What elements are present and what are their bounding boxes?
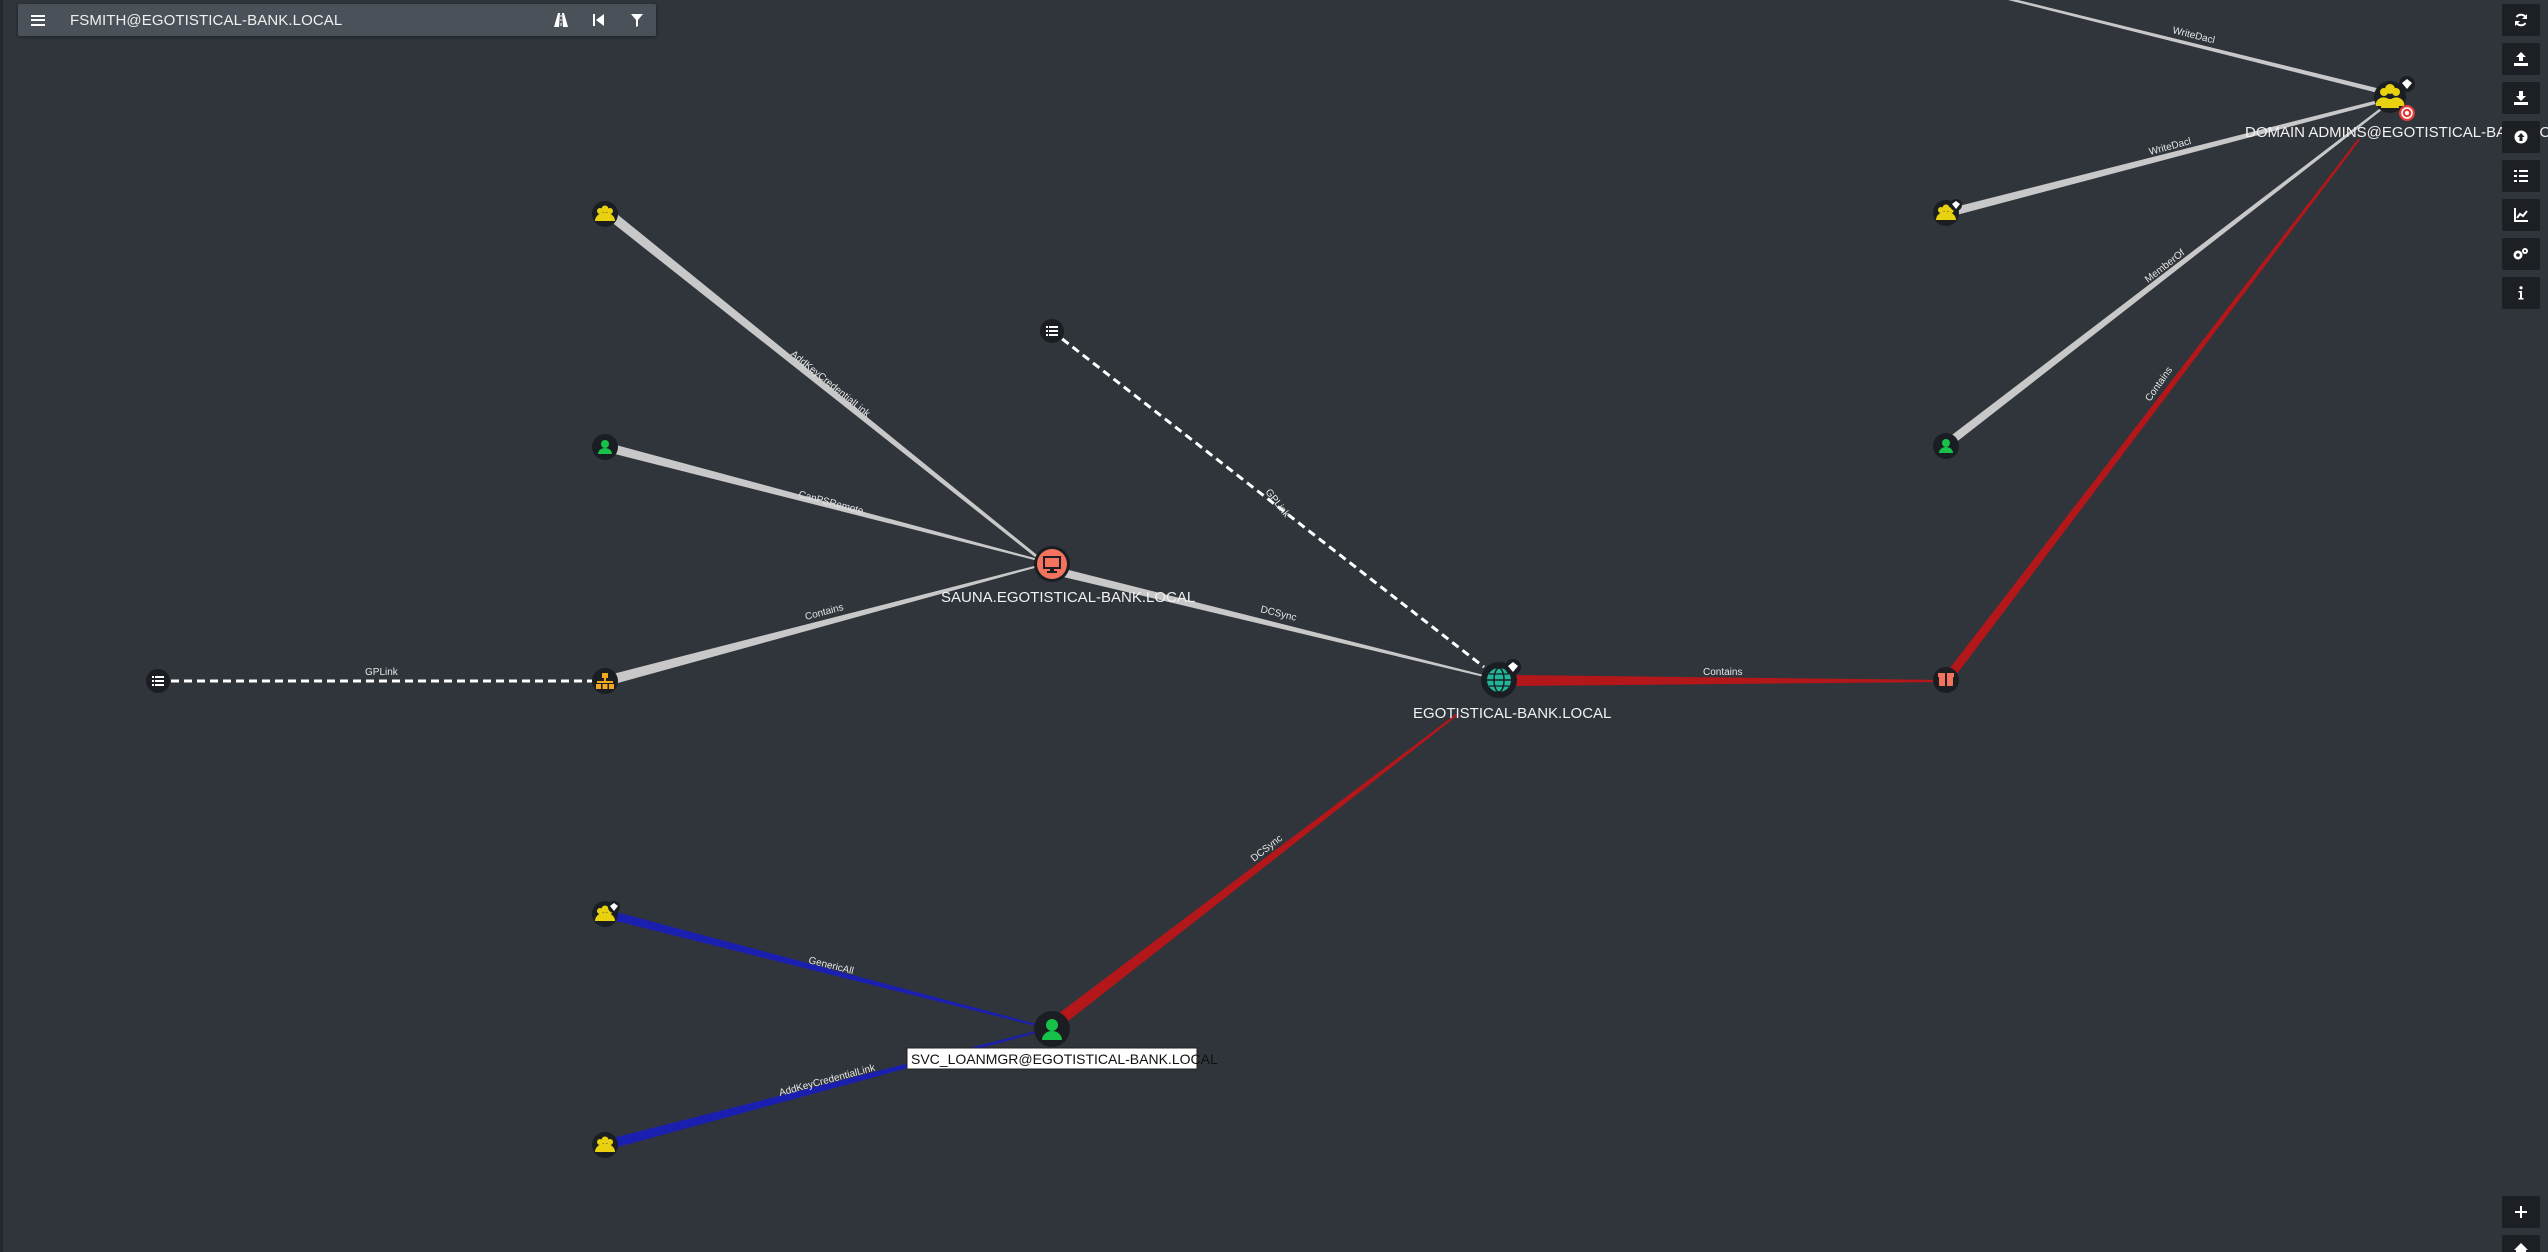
edge-memberof[interactable] bbox=[1944, 100, 2392, 447]
upload-data-button[interactable] bbox=[2502, 121, 2540, 153]
edge-contains-ou[interactable] bbox=[605, 564, 1042, 686]
home-icon bbox=[2514, 1243, 2528, 1252]
group-icon bbox=[595, 905, 615, 921]
list-icon bbox=[1046, 326, 1058, 336]
tasks-icon bbox=[2514, 170, 2528, 182]
zoom-in-button[interactable] bbox=[2502, 1196, 2540, 1228]
export-button[interactable] bbox=[2502, 43, 2540, 75]
upload-icon bbox=[2514, 52, 2528, 66]
pathfinding-button[interactable] bbox=[542, 4, 580, 36]
plus-icon bbox=[2515, 1206, 2527, 1218]
filter-button[interactable] bbox=[618, 4, 656, 36]
window-edge bbox=[0, 0, 3, 1252]
high-value-badge-icon bbox=[1950, 199, 1962, 211]
edge-addkeycred-sauna[interactable] bbox=[605, 210, 1042, 561]
edge-label-addkeycred-sauna: AddKeyCredentialLink bbox=[788, 349, 873, 420]
edge-dcsync-sauna[interactable] bbox=[1053, 566, 1484, 677]
node-domain[interactable] bbox=[1481, 659, 1521, 698]
computer-icon bbox=[1037, 549, 1067, 579]
refresh-icon bbox=[2515, 13, 2527, 27]
chart-line-icon bbox=[2514, 208, 2528, 222]
edge-contains-da[interactable] bbox=[1943, 139, 2360, 683]
edges: WriteDacl WriteDacl MemberOf Contains Ad… bbox=[158, 0, 2393, 1150]
settings-button[interactable] bbox=[2502, 238, 2540, 270]
node-label-svc-loanmgr: SVC_LOANMGR@EGOTISTICAL-BANK.LOCAL bbox=[911, 1051, 1218, 1067]
node-label-box-svc bbox=[906, 1047, 1198, 1070]
node-ou-right[interactable] bbox=[1933, 667, 1959, 693]
edge-gplink-domain[interactable] bbox=[1051, 329, 1485, 669]
edge-label-gplink-domain: GPLink bbox=[1263, 487, 1292, 520]
user-icon bbox=[1939, 439, 1953, 453]
high-value-badge-icon bbox=[1505, 659, 1521, 675]
node-sauna[interactable] bbox=[1034, 546, 1070, 582]
high-value-badge-icon bbox=[2399, 76, 2415, 92]
node-user-right[interactable] bbox=[1933, 433, 1959, 459]
node-domain-admins[interactable] bbox=[2374, 76, 2415, 121]
edge-writedacl-group[interactable] bbox=[1947, 97, 2391, 217]
container-icon bbox=[1938, 673, 1954, 686]
hamburger-icon bbox=[31, 14, 45, 26]
import-button[interactable] bbox=[2502, 82, 2540, 114]
edge-writedacl-top[interactable] bbox=[2008, 0, 2393, 96]
edge-label-contains-domain: Contains bbox=[1703, 667, 1742, 678]
info-icon bbox=[2518, 286, 2524, 300]
search-input[interactable]: FSMITH@EGOTISTICAL-BANK.LOCAL bbox=[70, 11, 343, 29]
node-gpo-top[interactable] bbox=[1040, 319, 1064, 343]
node-user-left[interactable] bbox=[592, 434, 618, 460]
filter-icon bbox=[631, 13, 643, 27]
node-gpo-left[interactable] bbox=[146, 669, 170, 693]
back-button[interactable] bbox=[580, 4, 618, 36]
edge-contains-domain[interactable] bbox=[1515, 675, 1944, 686]
database-info-button[interactable] bbox=[2502, 199, 2540, 231]
edge-dcsync-svc[interactable] bbox=[1050, 714, 1458, 1029]
user-icon bbox=[1042, 1019, 1062, 1040]
node-label-sauna: SAUNA.EGOTISTICAL-BANK.LOCAL bbox=[941, 589, 1195, 606]
node-group-topleft[interactable] bbox=[592, 201, 618, 227]
about-button[interactable] bbox=[2502, 277, 2540, 309]
group-icon bbox=[595, 205, 615, 221]
nodes: DOMAIN ADMINS@EGOTISTICAL-BANK.LOCAL bbox=[146, 76, 2548, 1158]
node-label-domain: EGOTISTICAL-BANK.LOCAL bbox=[1413, 705, 1611, 722]
right-toolbar bbox=[2502, 4, 2540, 316]
edge-label-canpsremote: CanPSRemote bbox=[797, 489, 865, 517]
queries-button[interactable] bbox=[2502, 160, 2540, 192]
step-backward-icon bbox=[593, 14, 604, 26]
node-label-domain-admins: DOMAIN ADMINS@EGOTISTICAL-BANK.LOCAL bbox=[2245, 124, 2548, 141]
edge-canpsremote[interactable] bbox=[605, 442, 1042, 562]
edge-label-addkeycred-svc: AddKeyCredentialLink bbox=[778, 1062, 877, 1098]
search-bar[interactable]: FSMITH@EGOTISTICAL-BANK.LOCAL bbox=[18, 4, 656, 36]
list-icon bbox=[152, 676, 164, 686]
ou-icon bbox=[596, 673, 614, 689]
high-value-badge-icon bbox=[608, 901, 620, 913]
refresh-button[interactable] bbox=[2502, 4, 2540, 36]
user-icon bbox=[598, 440, 612, 454]
gears-icon bbox=[2513, 248, 2528, 260]
zoom-fit-button[interactable] bbox=[2502, 1235, 2540, 1252]
menu-button[interactable] bbox=[18, 4, 58, 36]
node-group-right[interactable] bbox=[1933, 199, 1962, 226]
edge-genericall[interactable] bbox=[605, 909, 1040, 1027]
download-icon bbox=[2514, 91, 2528, 105]
target-badge-icon bbox=[2399, 105, 2415, 121]
node-group-bottomleft-1[interactable] bbox=[592, 901, 620, 927]
node-ou-left[interactable] bbox=[592, 668, 618, 694]
circle-up-icon bbox=[2514, 130, 2528, 144]
node-svc-loanmgr[interactable] bbox=[1034, 1011, 1070, 1047]
group-icon bbox=[2375, 84, 2405, 108]
group-icon bbox=[595, 1136, 615, 1152]
road-icon bbox=[554, 13, 568, 27]
node-group-bottomleft-2[interactable] bbox=[592, 1132, 618, 1158]
globe-icon bbox=[1487, 667, 1511, 693]
edge-label-gplink-ou: GPLink bbox=[365, 667, 399, 678]
